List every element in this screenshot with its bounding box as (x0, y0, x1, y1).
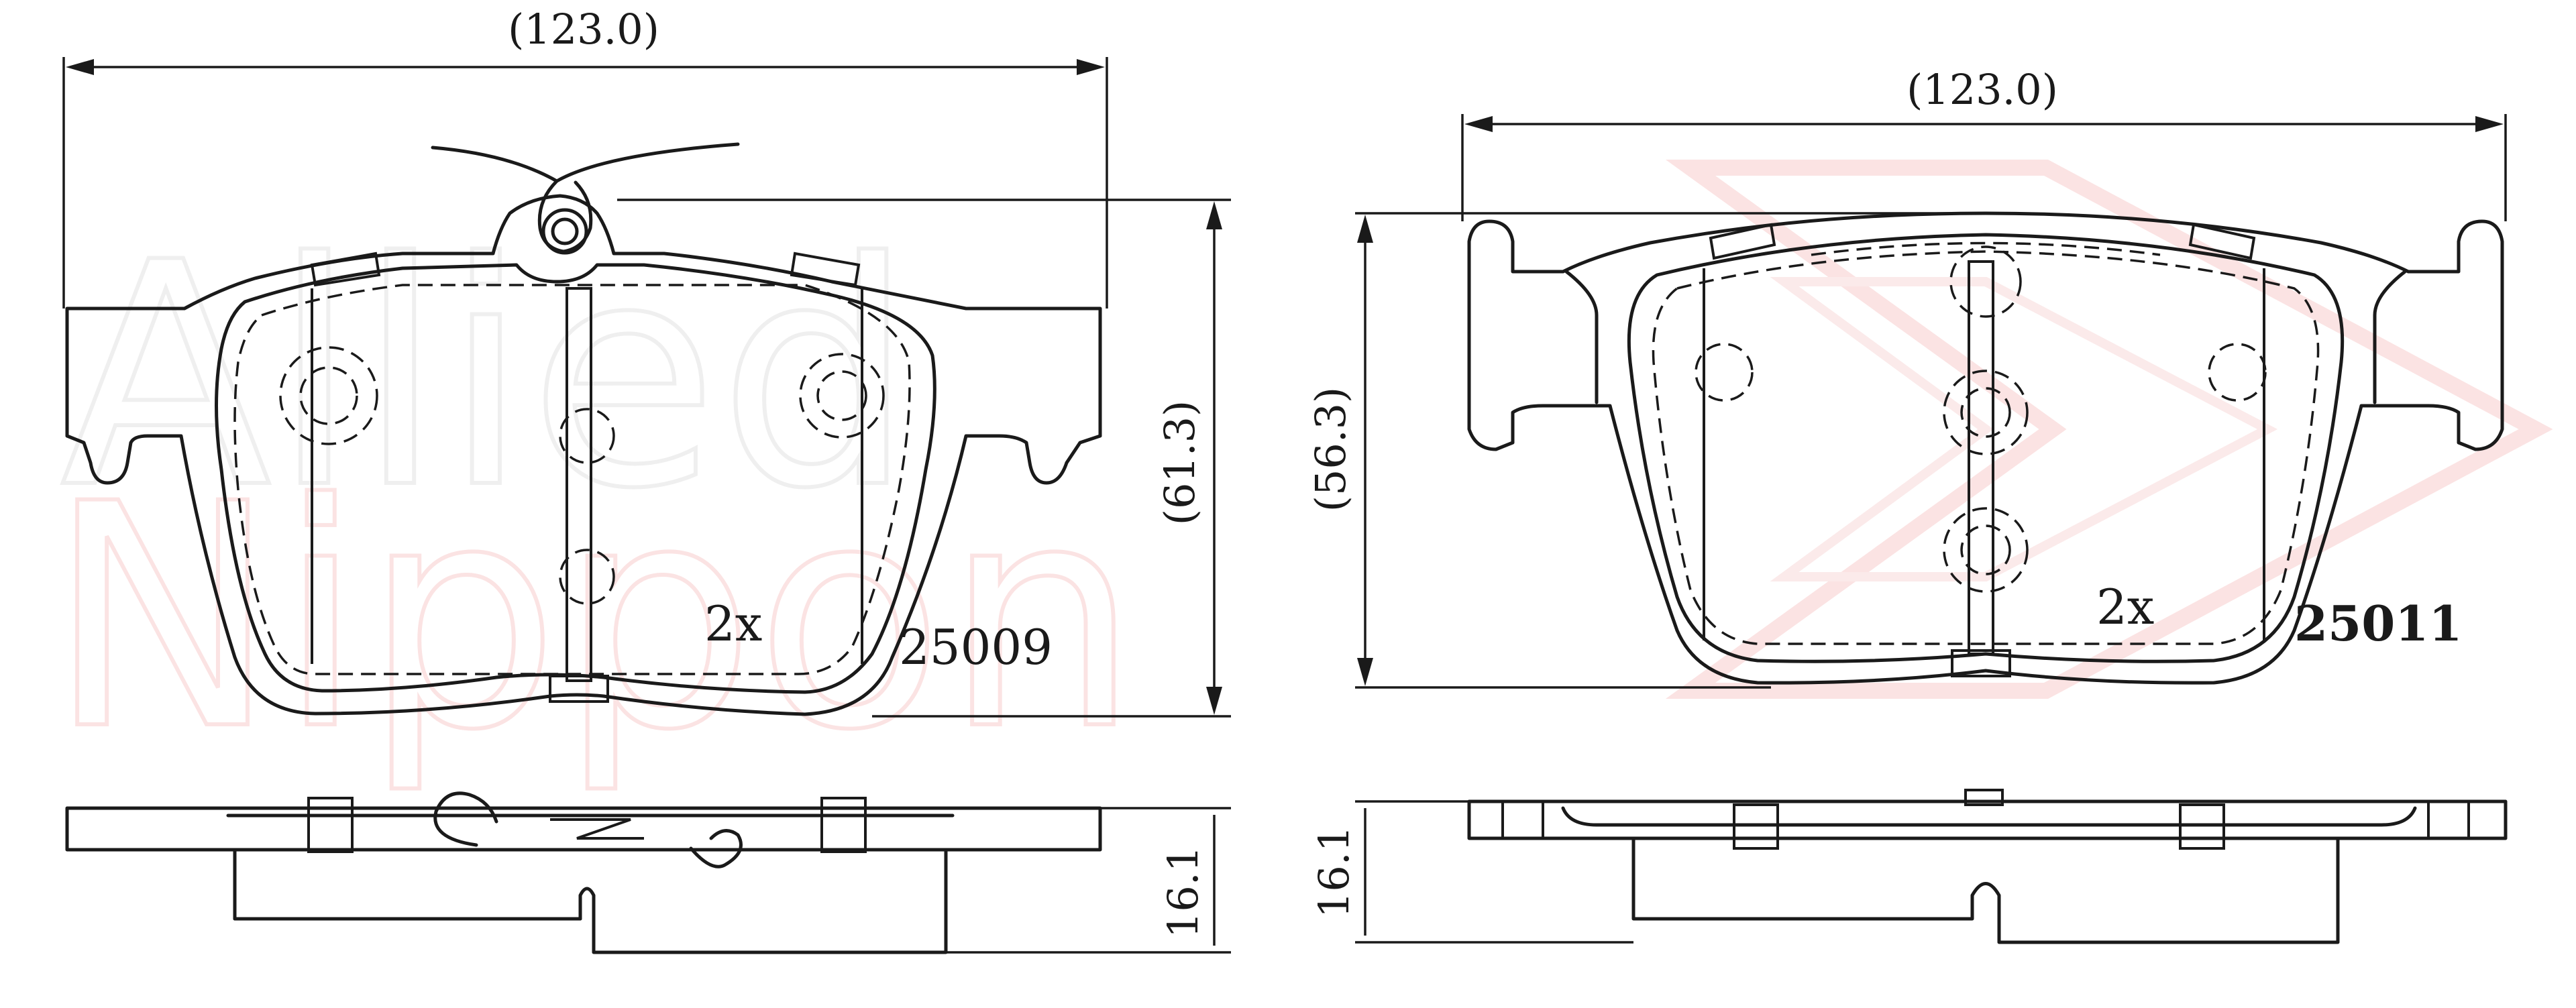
right-pad-side-friction (1631, 836, 2340, 944)
left-pad-center-slot (566, 287, 592, 682)
right-pad-circle-left (1695, 343, 1754, 402)
right-pad-ear-left (1564, 270, 1599, 404)
left-pad-side-clip-left (433, 791, 498, 847)
left-pad-circle-center-lower (559, 549, 615, 605)
left-pad-height-dimension: (61.3) (617, 199, 1231, 718)
left-pad-circle-right-outer (799, 353, 885, 439)
right-pad-circle-upper-inner (1960, 387, 2011, 438)
left-pad-slot-tab (549, 675, 609, 703)
right-pad-width-label: (123.0) (1907, 65, 2058, 114)
left-pad-circle-left-outer (279, 346, 378, 445)
left-pad-tab-left (310, 251, 381, 287)
right-pad-ear-right (2373, 270, 2407, 404)
left-pad-thickness-label: 16.1 (1159, 846, 1208, 938)
left-pad-side-backing (65, 806, 1102, 852)
right-pad-quantity-label: 2x (2096, 579, 2154, 635)
left-pad-side-clip-right (689, 829, 743, 869)
right-pad-part-number: 25011 (2294, 595, 2463, 652)
right-pad-circle-right (2208, 343, 2267, 402)
right-pad-friction-material (1627, 233, 2345, 663)
left-pad-friction-material (215, 263, 936, 694)
left-pad-wear-outline (233, 284, 911, 675)
left-pad-circle-center-upper (559, 408, 615, 464)
right-pad-tab-right (2188, 223, 2256, 260)
left-pad-quantity-label: 2x (704, 596, 762, 652)
watermark-line1: Allied (60, 197, 914, 556)
right-pad-side-shim (1561, 806, 2417, 827)
right-pad-side-view: 16.1 (1309, 789, 2508, 944)
left-pad-spring-eye (541, 208, 588, 255)
left-pad-side-spring (550, 818, 644, 840)
left-pad-part-number: 25009 (899, 619, 1053, 675)
left-pad-side-friction (233, 848, 948, 954)
right-pad-height-dimension: (56.3) (1306, 212, 1972, 689)
left-pad-height-label: (61.3) (1155, 400, 1204, 525)
right-pad-slot-tab (1951, 649, 2011, 677)
watermark-logo-mark (1665, 160, 2553, 699)
right-pad-shim-dashed (1811, 241, 2161, 256)
right-pad-circle-upper-outer (1943, 370, 2029, 455)
right-pad-side-tab-left (1733, 803, 1779, 850)
left-pad-face-view: 2x 25009 (65, 142, 1102, 716)
right-pad-side-backing (1467, 799, 2508, 840)
watermark: Allied Nippon (45, 160, 2553, 799)
right-pad-circle-lower-outer (1943, 507, 2029, 593)
left-pad-side-tab-right (820, 797, 867, 853)
left-pad-circle-left-inner (299, 366, 358, 425)
left-pad-width-dimension: (123.0) (62, 5, 1108, 309)
right-pad-width-dimension: (123.0) (1461, 65, 2507, 221)
right-pad-circle-lower-inner (1960, 524, 2011, 575)
left-pad-side-step (233, 848, 582, 921)
right-pad-circle-top (1949, 245, 2022, 318)
left-pad-circle-right-inner (816, 370, 867, 421)
right-pad-side-tab-right (2179, 803, 2225, 850)
right-pad-tab-left (1709, 223, 1776, 260)
right-pad-wear-outline (1652, 250, 2320, 645)
right-pad-height-label: (56.3) (1306, 387, 1355, 512)
watermark-line2: Nippon (47, 439, 1140, 797)
left-pad-width-label: (123.0) (508, 5, 659, 54)
right-pad-thickness-label: 16.1 (1309, 826, 1358, 918)
left-pad-side-tab-left (307, 797, 354, 853)
right-pad-face-view: 2x 25011 (1467, 211, 2504, 685)
right-pad-center-slot (1968, 260, 1994, 655)
left-pad-side-view: 16.1 (65, 791, 1231, 954)
left-pad-tab-right (790, 251, 861, 287)
watermark-logo-mark-inner (1770, 277, 2278, 581)
left-pad-spring-eye-inner (551, 217, 579, 245)
right-pad-side-center-tab (1964, 789, 2004, 806)
